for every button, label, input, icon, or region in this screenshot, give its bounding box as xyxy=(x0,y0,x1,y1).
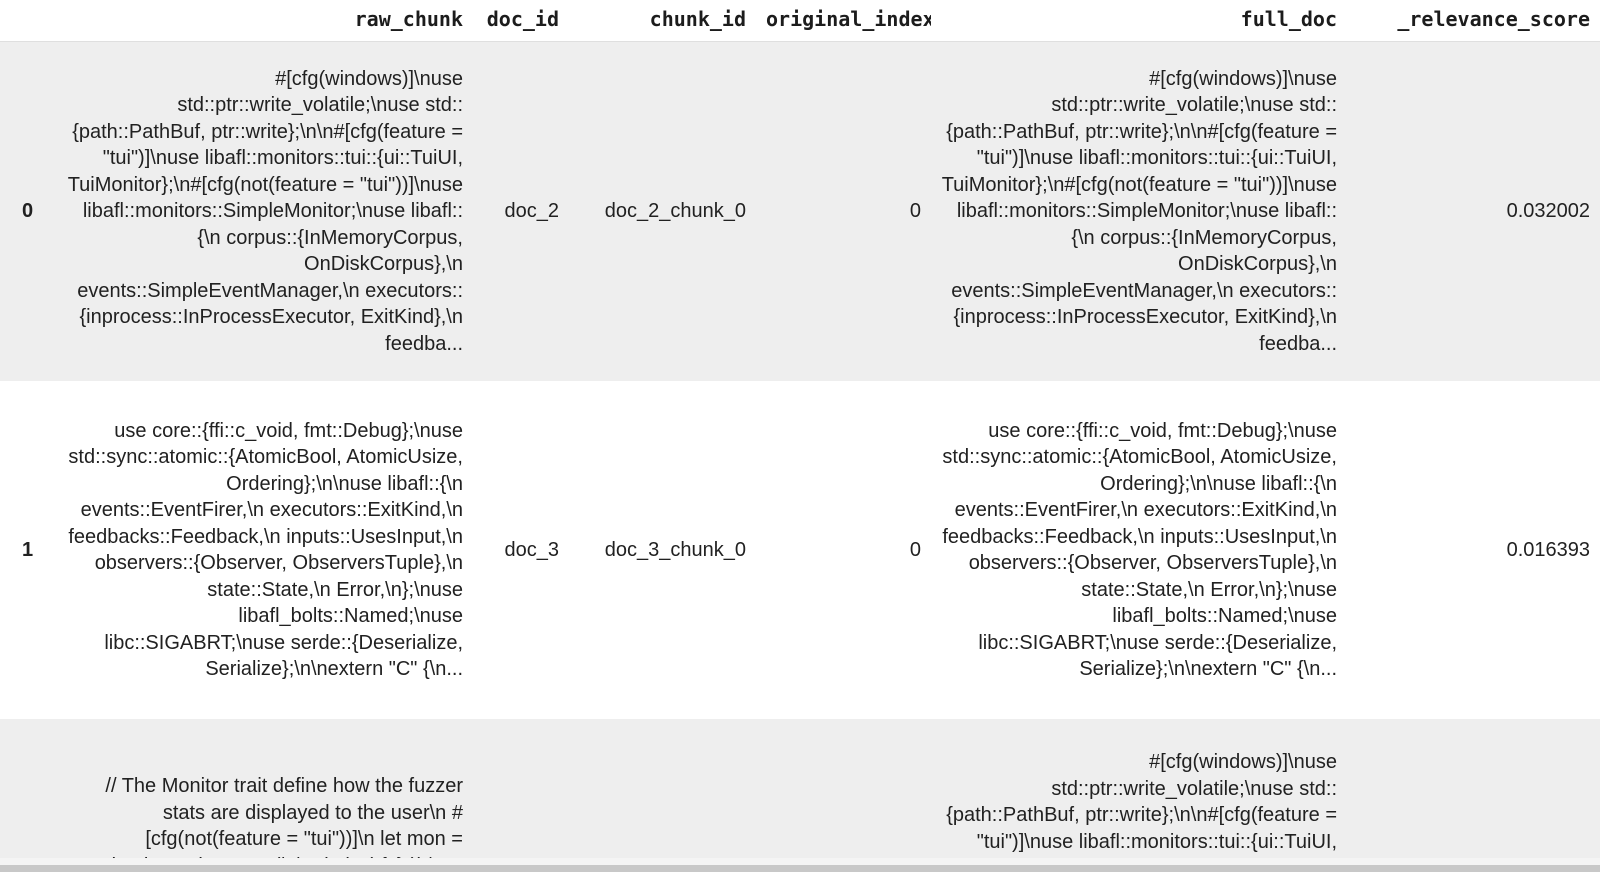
column-header-original-index: original_index xyxy=(756,0,931,42)
column-header-full-doc: full_doc xyxy=(931,0,1347,42)
table-row: // The Monitor trait define how the fuzz… xyxy=(0,719,1600,872)
table-header: raw_chunk doc_id chunk_id original_index… xyxy=(0,0,1600,42)
column-header-index xyxy=(0,0,50,42)
cell-original-index xyxy=(756,719,931,872)
table-row: 0 #[cfg(windows)]\nuse std::ptr::write_v… xyxy=(0,41,1600,381)
cell-full-doc: #[cfg(windows)]\nuse std::ptr::write_vol… xyxy=(946,751,1337,872)
cell-chunk-id xyxy=(569,719,756,872)
column-header-chunk-id: chunk_id xyxy=(569,0,756,42)
row-index-label: 0 xyxy=(22,200,34,222)
cell-doc-id: doc_2 xyxy=(504,200,560,222)
row-index-label: 1 xyxy=(22,538,34,561)
cell-raw-chunk: use core::{ffi::c_void, fmt::Debug};\nus… xyxy=(68,419,463,681)
cell-relevance-score xyxy=(1347,719,1600,872)
cell-chunk-id: doc_3_chunk_0 xyxy=(604,538,746,561)
cell-original-index: 0 xyxy=(909,538,921,561)
horizontal-scrollbar-track xyxy=(0,858,1600,865)
cell-full-doc: use core::{ffi::c_void, fmt::Debug};\nus… xyxy=(942,419,1337,681)
column-header-relevance-score: _relevance_score xyxy=(1347,0,1600,42)
column-header-raw-chunk: raw_chunk xyxy=(50,0,473,42)
cell-full-doc: #[cfg(windows)]\nuse std::ptr::write_vol… xyxy=(941,67,1337,355)
cell-raw-chunk: // The Monitor trait define how the fuzz… xyxy=(98,775,463,872)
cell-raw-chunk: #[cfg(windows)]\nuse std::ptr::write_vol… xyxy=(67,67,463,355)
row-index-label xyxy=(0,719,50,872)
cell-doc-id xyxy=(473,719,569,872)
column-header-doc-id: doc_id xyxy=(473,0,569,42)
cell-relevance-score: 0.032002 xyxy=(1506,200,1590,222)
table-row: 1 use core::{ffi::c_void, fmt::Debug};\n… xyxy=(0,381,1600,719)
cell-doc-id: doc_3 xyxy=(504,538,560,561)
cell-original-index: 0 xyxy=(909,200,921,222)
cell-relevance-score: 0.016393 xyxy=(1506,538,1590,561)
cell-chunk-id: doc_2_chunk_0 xyxy=(604,200,746,222)
horizontal-scrollbar[interactable] xyxy=(0,865,1600,872)
